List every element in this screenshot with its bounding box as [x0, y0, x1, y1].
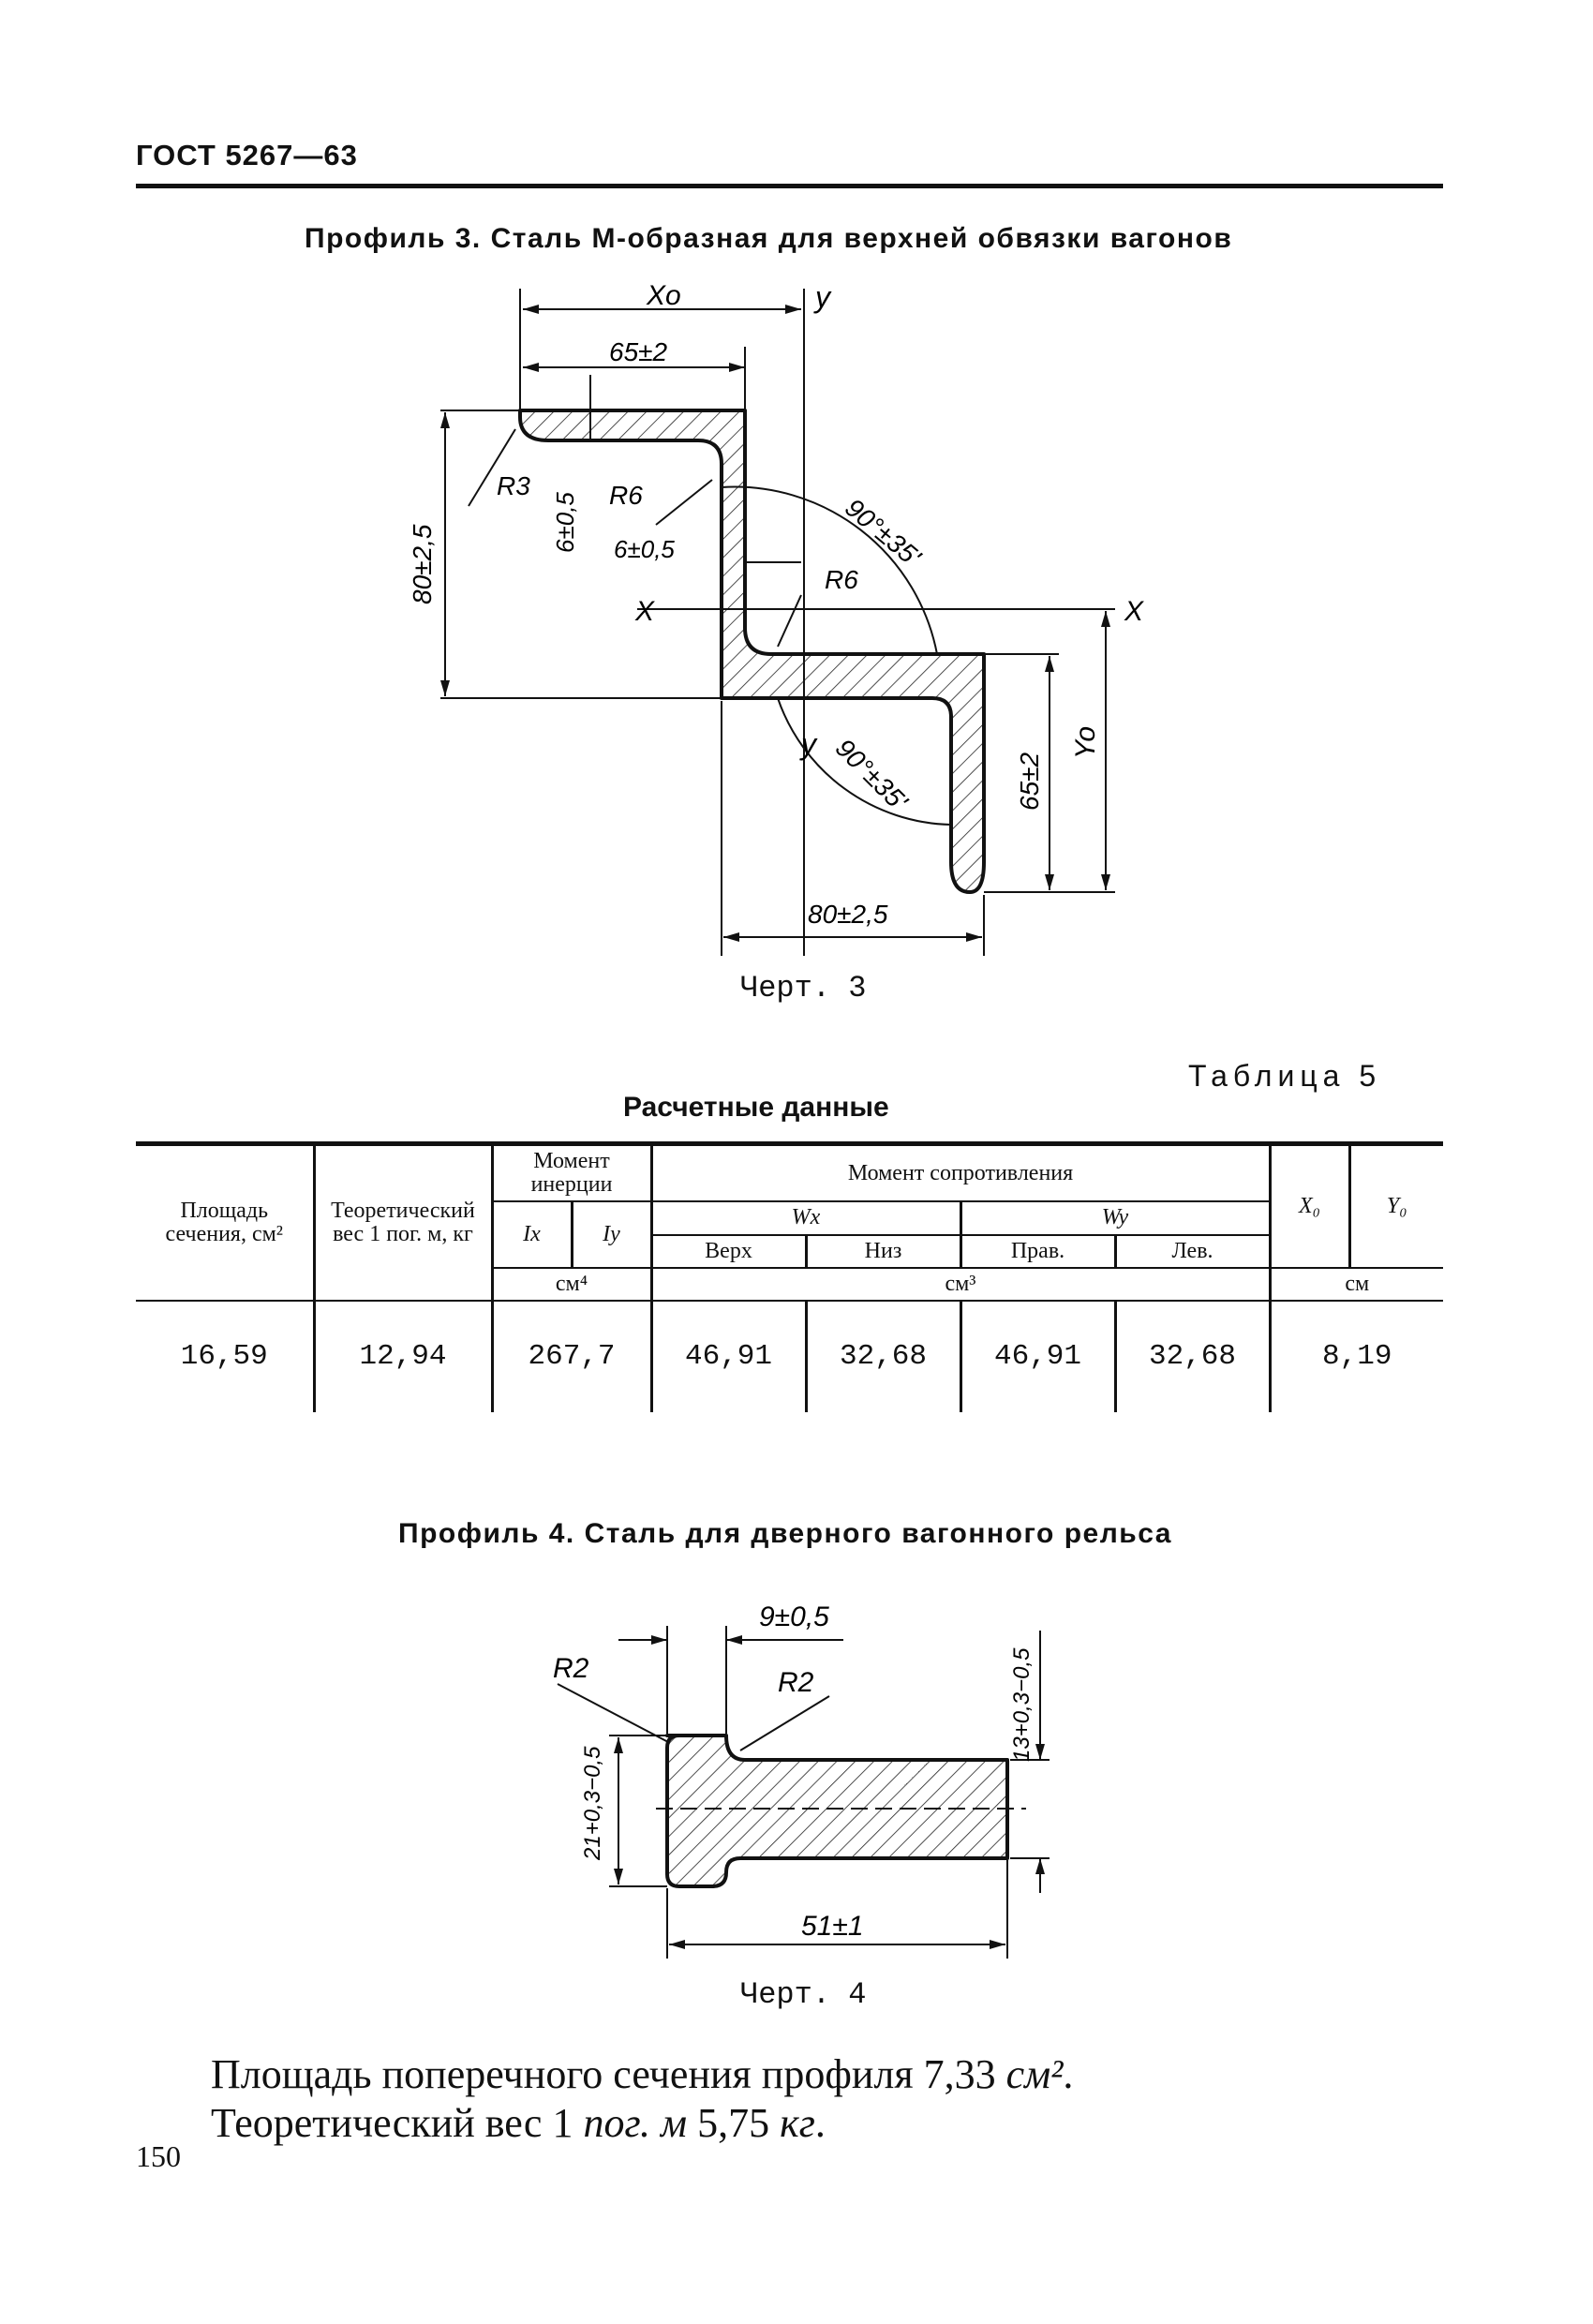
rail-profile-section — [665, 1734, 1009, 1888]
note-area-end: . — [1063, 2051, 1074, 2097]
profile4-title: Профиль 4. Сталь для дверного вагонного … — [398, 1518, 1172, 1549]
dim-80-bottom: 80±2,5 — [808, 900, 888, 929]
cell-wx-bottom: 32,68 — [804, 1300, 960, 1412]
note-area-line: Площадь поперечного сечения профиля 7,33… — [211, 2050, 1073, 2098]
x-axis-label-left: X — [634, 596, 655, 627]
cell-wx-top: 46,91 — [649, 1300, 806, 1412]
th-inertia: Момент инерции — [490, 1143, 651, 1203]
r3-label: R3 — [497, 471, 530, 500]
cell-wy-left: 32,68 — [1113, 1300, 1270, 1412]
cell-area: 16,59 — [180, 1340, 268, 1374]
th-top: Верх — [649, 1234, 806, 1269]
y-axis-label-top: y — [813, 280, 832, 314]
th-inertia-unit: см⁴ — [490, 1267, 651, 1302]
profile4-drawing: 9±0,5 R2 R2 13+0,3−0,5 21+0,3−0,5 51±1 — [553, 1601, 1050, 1959]
th-right: Прав. — [959, 1234, 1115, 1269]
standard-header: ГОСТ 5267—63 — [136, 139, 358, 171]
th-coord-unit: см — [1268, 1267, 1443, 1302]
dim-13-label: 13+0,3−0,5 — [1009, 1647, 1035, 1762]
th-resistance-unit: см³ — [649, 1267, 1270, 1302]
note-weight-unit1: пог. м — [583, 2100, 688, 2146]
dim-80-left: 80±2,5 — [408, 524, 437, 604]
note-area-text: Площадь поперечного сечения профиля 7,33 — [211, 2051, 1006, 2097]
profile3-drawing: Xo y 65±2 80±2,5 6±0,5 6±0,5 R3 R6 R6 90… — [408, 280, 1144, 956]
table5-label: Таблица 5 — [1188, 1059, 1382, 1093]
note-weight-end: . — [814, 2100, 826, 2146]
th-x0: X₀ — [1268, 1143, 1349, 1269]
y-axis-label-bottom: y — [799, 727, 818, 761]
dim-6-vertical: 6±0,5 — [551, 492, 579, 553]
th-area: Площадь сечения, см² — [136, 1143, 314, 1302]
dim-21-label: 21+0,3−0,5 — [580, 1746, 605, 1861]
drawing3-caption: Черт. 3 — [740, 971, 867, 1006]
profile3-title: Профиль 3. Сталь М-образная для верхней … — [305, 223, 1233, 254]
dim-65-right: 65±2 — [1015, 752, 1044, 811]
note-weight-mid: 5,75 — [687, 2100, 781, 2146]
th-y0: Y₀ — [1347, 1143, 1443, 1269]
m-profile-section — [518, 409, 986, 894]
calc-data-table: Площадь сечения, см² Теоретический вес 1… — [136, 1141, 1443, 1412]
r6-upper-label: R6 — [609, 481, 643, 510]
cell-weight: 12,94 — [312, 1300, 492, 1412]
r2-right-label: R2 — [778, 1667, 814, 1698]
header-rule — [136, 184, 1443, 188]
cell-inertia: 267,7 — [490, 1300, 651, 1412]
th-weight: Теоретический вес 1 пог. м, кг — [312, 1143, 492, 1302]
dim-51-label: 51±1 — [801, 1911, 864, 1942]
note-area-unit: см² — [1005, 2051, 1064, 2097]
x0-label: Xo — [646, 280, 681, 311]
note-weight-unit2: кг — [780, 2100, 815, 2146]
dim-9-label: 9±0,5 — [759, 1601, 829, 1632]
page-number: 150 — [136, 2139, 181, 2173]
th-resistance: Момент сопротивления — [649, 1143, 1270, 1203]
th-iy: Iy — [570, 1201, 651, 1269]
table5-title: Расчетные данные — [623, 1092, 889, 1123]
drawing4-caption: Черт. 4 — [740, 1977, 867, 2012]
th-left: Лев. — [1113, 1234, 1270, 1269]
note-weight-text: Теоретический вес 1 — [211, 2100, 584, 2146]
cell-x0: 8,19 — [1268, 1300, 1443, 1412]
y0-label: Yo — [1070, 726, 1101, 759]
th-ix: Ix — [490, 1201, 572, 1269]
r2-left-label: R2 — [553, 1653, 589, 1684]
cell-wy-right: 46,91 — [959, 1300, 1115, 1412]
note-weight-line: Теоретический вес 1 пог. м 5,75 кг. — [211, 2099, 826, 2147]
r6-lower-label: R6 — [825, 565, 858, 594]
x-axis-label-right: X — [1124, 596, 1144, 627]
th-bottom: Низ — [804, 1234, 960, 1269]
dim-6-horizontal: 6±0,5 — [614, 535, 675, 563]
th-wx: Wx — [649, 1201, 960, 1236]
angle-upper-label: 90°±35' — [840, 493, 927, 573]
dim-65-top: 65±2 — [609, 337, 668, 366]
th-wy: Wy — [959, 1201, 1270, 1236]
table-row: 16,59 12,94 267,7 46,91 32,68 46,91 32,6… — [136, 1300, 1443, 1412]
